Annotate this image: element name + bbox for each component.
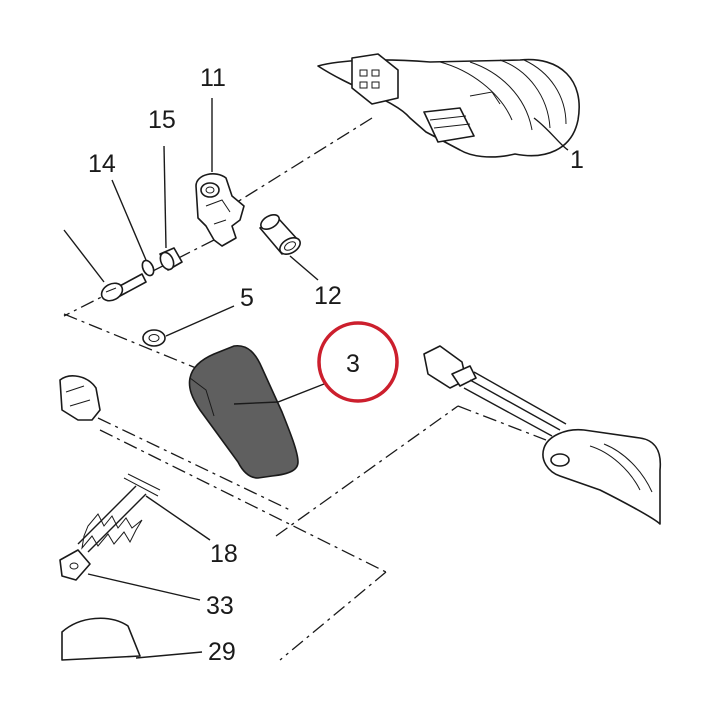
callout-33: 33 [206, 592, 234, 620]
callout-11: 11 [200, 64, 226, 92]
bracket-part-11 [195, 98, 245, 247]
highlight-circle [317, 321, 399, 403]
assembly-axis-lines [63, 117, 547, 661]
handle-part [59, 375, 101, 421]
callout-3: 3 [346, 350, 360, 378]
motor-housing-part-1 [317, 53, 580, 158]
bushing-part-15 [159, 145, 183, 271]
callout-18: 18 [210, 540, 238, 568]
spring-part-18 [77, 473, 211, 553]
callout-14: 14 [88, 150, 116, 178]
sleeve-part-12 [259, 213, 319, 281]
screw [63, 229, 147, 302]
o-ring-part-5 [142, 305, 235, 347]
callout-29: 29 [208, 638, 236, 666]
callout-12: 12 [314, 282, 342, 310]
callout-15: 15 [148, 106, 176, 134]
callout-5: 5 [240, 284, 254, 312]
washer-part-14 [111, 179, 155, 277]
lower-housing-part-29 [61, 617, 203, 661]
trigger-part-3 [188, 344, 325, 479]
callout-1: 1 [570, 146, 584, 174]
callout-labels: 11 15 14 1 5 12 3 18 33 29 [88, 64, 584, 666]
clip-part-33 [59, 549, 201, 601]
switch-and-cable [423, 345, 662, 525]
